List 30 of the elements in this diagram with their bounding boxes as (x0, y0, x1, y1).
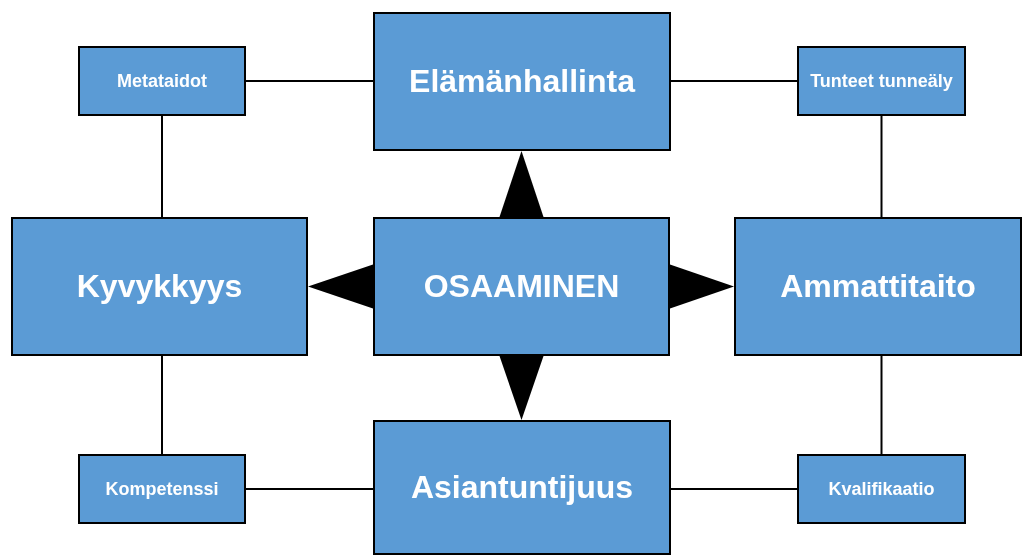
arrow (499, 356, 544, 420)
concept-box (373, 420, 671, 555)
concept-label: OSAAMINEN (422, 268, 621, 305)
connector-line (670, 80, 798, 82)
arrow (499, 151, 544, 217)
concept-box (373, 217, 670, 356)
concept-box (11, 217, 308, 356)
connector-line (880, 115, 883, 218)
concept-box (373, 12, 671, 151)
concept-label: Kyvykkyys (75, 268, 244, 305)
concept-box (734, 217, 1022, 356)
connector-line (670, 488, 798, 490)
connector-line (161, 115, 163, 218)
concept-label: Kvalifikaatio (827, 478, 936, 500)
concept-box (797, 454, 966, 524)
connector-line (245, 488, 374, 490)
arrow (670, 264, 734, 309)
arrow (308, 264, 373, 309)
concept-label: Kompetenssi (104, 478, 220, 500)
concept-box (797, 46, 966, 116)
connector-line (245, 80, 374, 82)
concept-label: Metataidot (116, 70, 208, 92)
concept-box (78, 46, 246, 116)
connector-line (880, 355, 883, 455)
concept-label: Tunteet tunneäly (809, 70, 954, 92)
concept-label: Asiantuntijuus (409, 469, 635, 506)
concept-label: Ammattitaito (779, 268, 977, 305)
connector-line (161, 355, 163, 455)
concept-label: Elämänhallinta (408, 63, 637, 100)
concept-box (78, 454, 246, 524)
